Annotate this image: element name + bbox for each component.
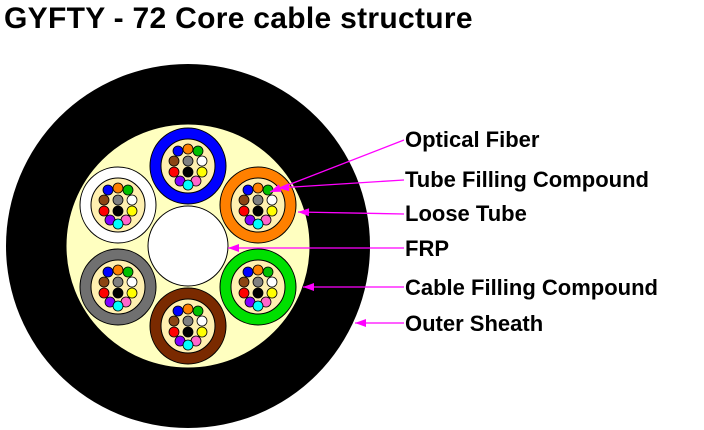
optical-fiber <box>172 305 184 317</box>
optical-fiber <box>112 218 124 230</box>
optical-fiber <box>112 276 124 288</box>
optical-fiber <box>122 184 134 196</box>
optical-fiber <box>182 326 194 338</box>
label-outer-sheath: Outer Sheath <box>405 311 544 336</box>
optical-fiber <box>252 300 264 312</box>
frp-strength-member <box>147 205 229 287</box>
optical-fiber <box>192 305 204 317</box>
leader-cable-filling-compound <box>303 283 404 291</box>
optical-fiber <box>238 276 250 288</box>
optical-fiber <box>252 218 264 230</box>
optical-fiber <box>196 155 208 167</box>
loose-tube-orange <box>219 166 297 244</box>
label-loose-tube: Loose Tube <box>405 201 527 226</box>
optical-fiber <box>242 184 254 196</box>
optical-fiber <box>196 166 208 178</box>
optical-fiber <box>172 145 184 157</box>
optical-fiber <box>266 205 278 217</box>
label-frp: FRP <box>405 236 449 261</box>
optical-fiber <box>126 276 138 288</box>
loose-tube-white <box>79 166 157 244</box>
optical-fiber <box>98 205 110 217</box>
loose-tube-brown <box>149 287 227 365</box>
optical-fiber <box>102 266 114 278</box>
optical-fiber <box>266 287 278 299</box>
optical-fiber <box>168 155 180 167</box>
optical-fiber <box>252 205 264 217</box>
optical-fiber <box>266 276 278 288</box>
optical-fiber <box>182 143 194 155</box>
leader-tube-filling-compound <box>277 179 405 192</box>
optical-fiber <box>196 315 208 327</box>
optical-fiber <box>242 266 254 278</box>
optical-fiber <box>266 194 278 206</box>
loose-tube-gray <box>79 248 157 326</box>
optical-fiber <box>262 184 274 196</box>
leader-outer-sheath <box>355 319 404 327</box>
loose-tube-blue <box>149 127 227 205</box>
optical-fiber <box>102 184 114 196</box>
optical-fiber <box>196 326 208 338</box>
optical-fiber <box>126 205 138 217</box>
optical-fiber <box>252 182 264 194</box>
optical-fiber <box>168 315 180 327</box>
optical-fiber <box>252 287 264 299</box>
leader-frp <box>228 244 404 252</box>
optical-fiber <box>112 194 124 206</box>
leader-loose-tube <box>297 208 405 217</box>
optical-fiber <box>98 276 110 288</box>
optical-fiber <box>98 287 110 299</box>
optical-fiber <box>112 264 124 276</box>
optical-fiber <box>112 300 124 312</box>
optical-fiber <box>168 166 180 178</box>
optical-fiber <box>182 155 194 167</box>
optical-fiber <box>262 266 274 278</box>
leader-optical-fiber <box>269 139 405 193</box>
optical-fiber <box>182 166 194 178</box>
optical-fiber <box>112 287 124 299</box>
page-title: GYFTY - 72 Core cable structure <box>4 2 473 35</box>
label-optical-fiber: Optical Fiber <box>405 127 540 152</box>
optical-fiber <box>112 182 124 194</box>
optical-fiber <box>192 145 204 157</box>
optical-fiber <box>126 194 138 206</box>
optical-fiber <box>252 264 264 276</box>
optical-fiber <box>182 303 194 315</box>
optical-fiber <box>182 339 194 351</box>
optical-fiber <box>238 205 250 217</box>
optical-fiber <box>122 266 134 278</box>
optical-fiber <box>182 315 194 327</box>
optical-fiber <box>252 276 264 288</box>
optical-fiber <box>126 287 138 299</box>
optical-fiber <box>182 179 194 191</box>
loose-tube-green <box>219 248 297 326</box>
optical-fiber <box>168 326 180 338</box>
optical-fiber <box>238 194 250 206</box>
optical-fiber <box>252 194 264 206</box>
label-cable-filling-compound: Cable Filling Compound <box>405 275 658 300</box>
label-tube-filling-compound: Tube Filling Compound <box>405 167 649 192</box>
optical-fiber <box>238 287 250 299</box>
optical-fiber <box>112 205 124 217</box>
optical-fiber <box>98 194 110 206</box>
